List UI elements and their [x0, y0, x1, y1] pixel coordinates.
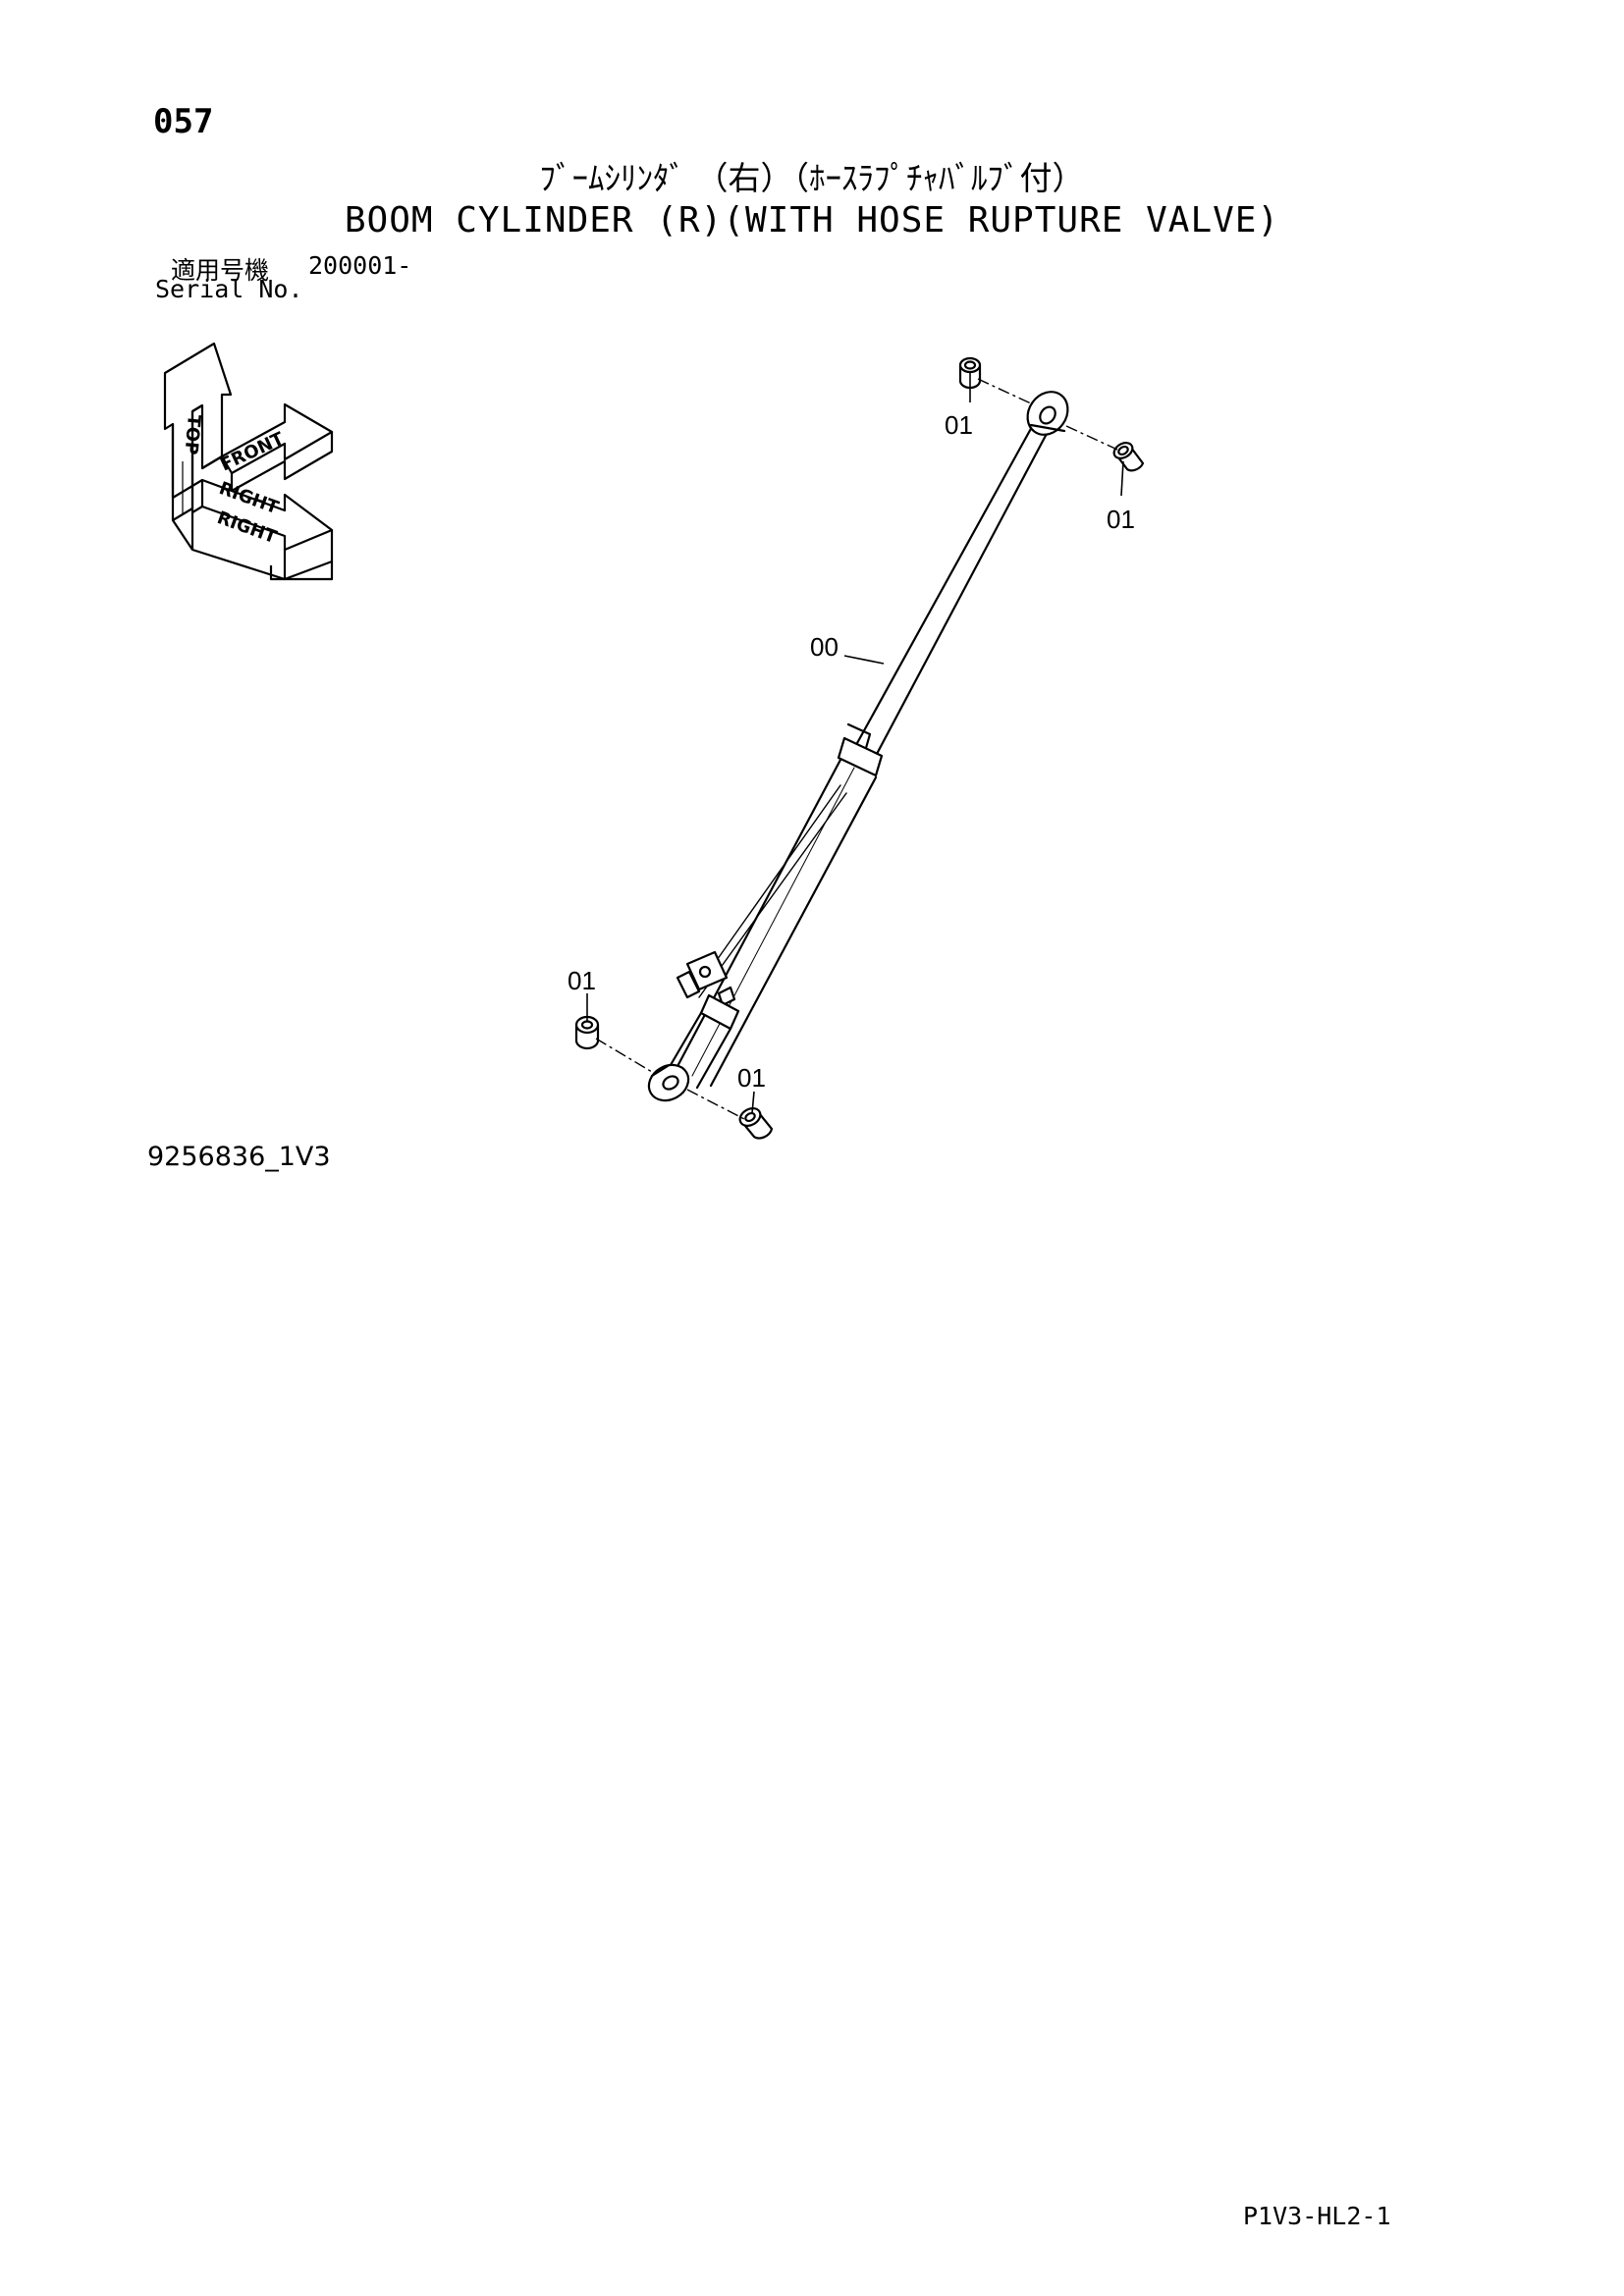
- serial-value: 200001-: [308, 251, 412, 280]
- title-english: BOOM CYLINDER (R)(WITH HOSE RUPTURE VALV…: [344, 200, 1280, 240]
- title-japanese: ﾌﾞｰﾑｼﾘﾝﾀﾞ （右）（ﾎｰｽﾗﾌﾟﾁｬﾊﾞﾙﾌﾞ付）: [539, 159, 1085, 197]
- orientation-labels: TOP FRONT RIGHT RIGHT: [180, 414, 288, 549]
- callout-labels: 01 01 00 01 01: [568, 410, 1135, 1093]
- cube-top-label: TOP: [180, 414, 203, 455]
- callout-01-top-left: 01: [945, 410, 973, 440]
- callout-01-bottom-left: 01: [568, 966, 596, 995]
- callout-01-top-right: 01: [1107, 505, 1135, 534]
- drawing-id: 9256836_1V3: [147, 1142, 331, 1172]
- bushing-top-right: [1112, 442, 1145, 472]
- page-code: P1V3-HL2-1: [1243, 2202, 1391, 2230]
- center-lines: [595, 378, 1118, 1120]
- page-number: 057: [153, 102, 214, 141]
- boom-cylinder-assembly: [647, 391, 1069, 1102]
- bushing-bottom-right: [738, 1107, 774, 1140]
- leader-lines: [586, 373, 1124, 1114]
- serial-label-english: Serial No.: [155, 275, 303, 303]
- callout-01-bottom-right: 01: [737, 1063, 766, 1093]
- orientation-cube: [163, 342, 334, 581]
- cube-front-label: FRONT: [217, 428, 288, 475]
- bushing-bottom-left: [574, 1015, 600, 1050]
- bushings: [574, 356, 1145, 1140]
- callout-00: 00: [810, 632, 839, 662]
- serial-label-japanese: 適用号機: [171, 256, 270, 285]
